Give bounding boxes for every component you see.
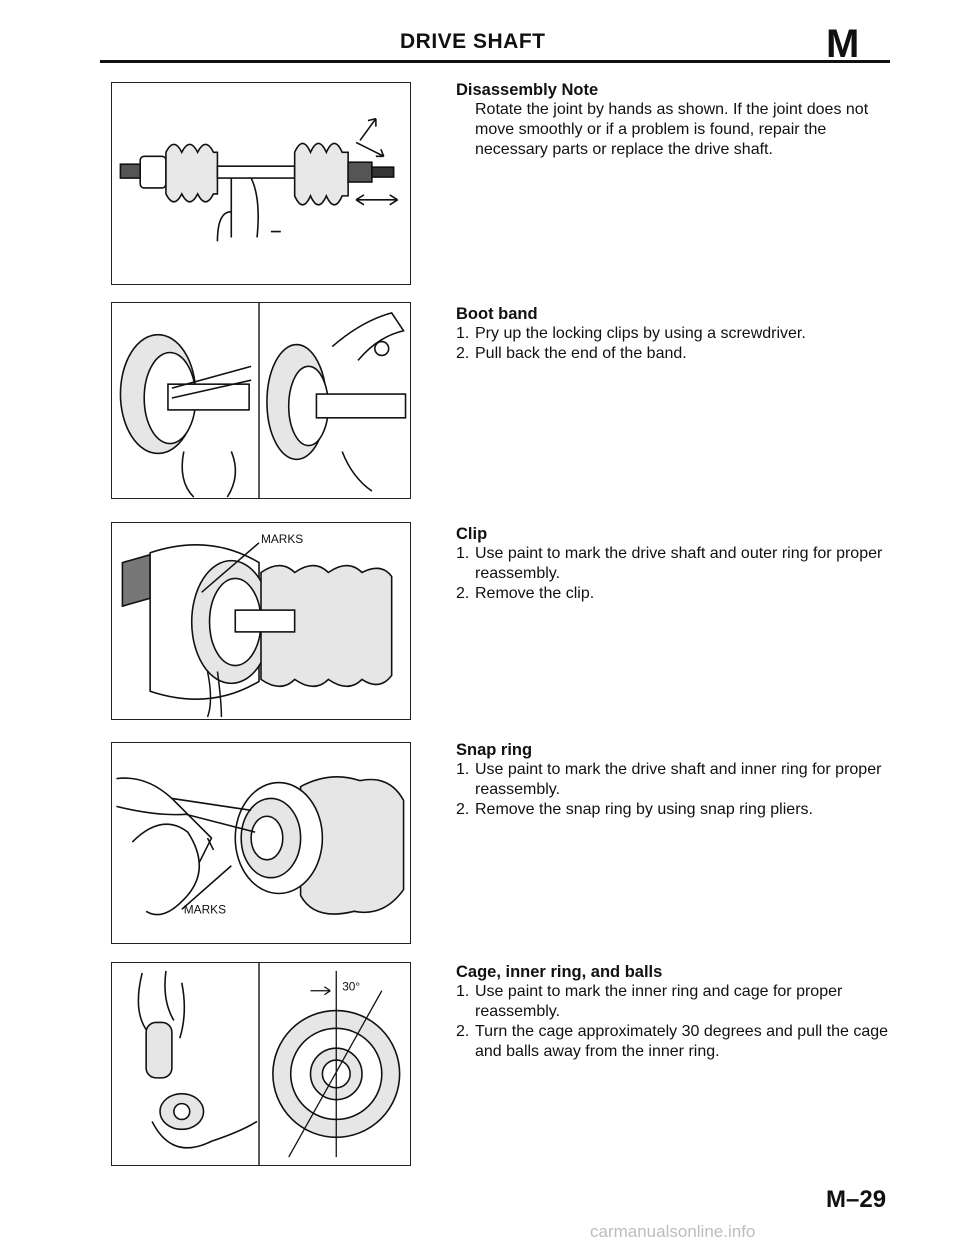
section-disassembly-note: Disassembly Note Rotate the joint by han… bbox=[456, 80, 896, 160]
figure-clip: MARKS bbox=[111, 522, 411, 720]
step-item: 2. Remove the clip. bbox=[456, 584, 896, 604]
angle-label: 30° bbox=[342, 980, 360, 994]
step-number: 1. bbox=[456, 545, 470, 562]
step-item: 2. Pull back the end of the band. bbox=[456, 344, 896, 364]
page-header: DRIVE SHAFT M bbox=[0, 22, 960, 66]
step-number: 1. bbox=[456, 761, 470, 778]
figure-drive-shaft-rotation bbox=[111, 82, 411, 285]
section-clip: Clip 1. Use paint to mark the drive shaf… bbox=[456, 524, 896, 604]
marks-label: MARKS bbox=[261, 532, 303, 546]
header-rule bbox=[100, 60, 890, 63]
marks-label-2: MARKS bbox=[184, 902, 226, 916]
section-heading: Disassembly Note bbox=[456, 81, 599, 99]
boot-band-illustration bbox=[119, 303, 407, 498]
step-text: Pry up the locking clips by using a scre… bbox=[475, 325, 806, 342]
section-heading: Snap ring bbox=[456, 741, 533, 759]
step-number: 2. bbox=[456, 585, 470, 602]
step-item: 1. Use paint to mark the drive shaft and… bbox=[456, 544, 896, 584]
step-item: 2. Remove the snap ring by using snap ri… bbox=[456, 800, 896, 820]
step-text: Remove the clip. bbox=[475, 585, 595, 602]
step-number: 2. bbox=[456, 345, 470, 362]
page-number: M–29 bbox=[826, 1186, 887, 1213]
section-text: Rotate the joint by hands as shown. If t… bbox=[475, 101, 869, 158]
watermark: carmanualsonline.info bbox=[590, 1222, 756, 1241]
step-item: 1. Use paint to mark the drive shaft and… bbox=[456, 760, 896, 800]
snap-ring-illustration: MARKS bbox=[116, 776, 405, 916]
step-text: Remove the snap ring by using snap ring … bbox=[475, 801, 813, 818]
step-text: Use paint to mark the drive shaft and in… bbox=[475, 761, 882, 798]
step-number: 1. bbox=[456, 983, 470, 1000]
section-heading: Boot band bbox=[456, 305, 538, 323]
figure-snap-ring: MARKS bbox=[111, 742, 411, 944]
section-heading: Cage, inner ring, and balls bbox=[456, 963, 663, 981]
figure-boot-band bbox=[111, 302, 411, 499]
clip-illustration: MARKS bbox=[121, 532, 393, 718]
step-text: Pull back the end of the band. bbox=[475, 345, 687, 362]
section-heading: Clip bbox=[456, 525, 488, 543]
step-item: 1. Use paint to mark the inner ring and … bbox=[456, 982, 896, 1022]
step-item: 2. Turn the cage approximately 30 degree… bbox=[456, 1022, 896, 1062]
section-letter: M bbox=[826, 22, 860, 66]
figure-cage-inner-ring: 30° bbox=[111, 962, 411, 1166]
page-title: DRIVE SHAFT bbox=[400, 30, 546, 53]
cage-illustration: 30° bbox=[137, 963, 401, 1165]
step-number: 2. bbox=[456, 1023, 470, 1040]
section-snap-ring: Snap ring 1. Use paint to mark the drive… bbox=[456, 740, 896, 820]
section-cage-inner-ring-balls: Cage, inner ring, and balls 1. Use paint… bbox=[456, 962, 896, 1062]
drive-shaft-illustration bbox=[119, 117, 399, 242]
step-text: Use paint to mark the inner ring and cag… bbox=[475, 983, 843, 1020]
step-text: Turn the cage approximately 30 degrees a… bbox=[475, 1023, 889, 1060]
step-item: 1. Pry up the locking clips by using a s… bbox=[456, 324, 896, 344]
step-text: Use paint to mark the drive shaft and ou… bbox=[475, 545, 883, 582]
step-number: 2. bbox=[456, 801, 470, 818]
step-number: 1. bbox=[456, 325, 470, 342]
section-boot-band: Boot band 1. Pry up the locking clips by… bbox=[456, 304, 896, 364]
